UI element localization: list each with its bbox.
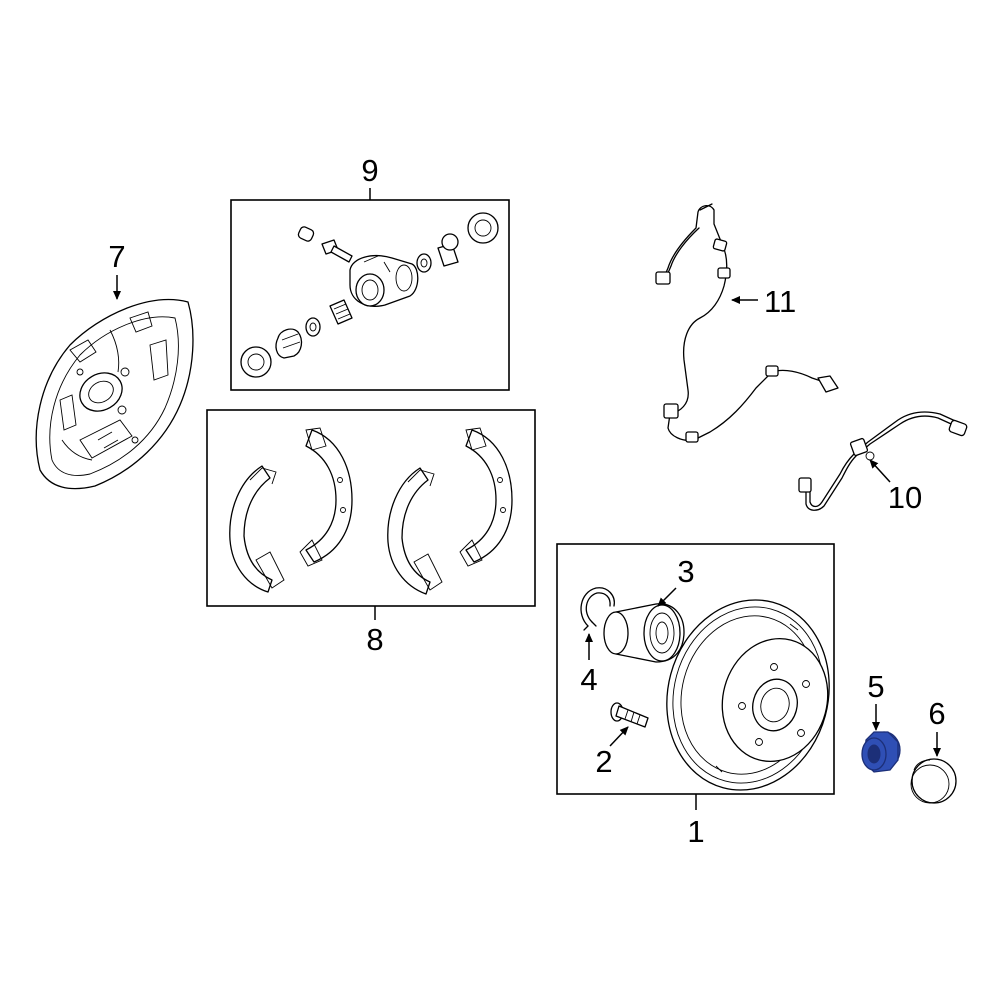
wheel-cylinder-icon[interactable] (240, 212, 499, 378)
backing-plate-icon[interactable] (35, 298, 194, 490)
callout-2[interactable]: 2 (595, 744, 612, 779)
wheel-bearing-icon[interactable] (603, 603, 685, 663)
callout-8[interactable]: 8 (366, 622, 383, 657)
snap-ring-icon[interactable] (580, 587, 615, 631)
wheel-stud-icon[interactable] (610, 702, 649, 728)
leader-10 (869, 459, 891, 483)
callout-1[interactable]: 1 (687, 814, 704, 849)
grease-cap-icon[interactable] (910, 758, 957, 804)
brake-shoes-box (206, 409, 536, 607)
callout-3[interactable]: 3 (677, 554, 694, 589)
callout-5[interactable]: 5 (867, 669, 884, 704)
hub-nut-icon[interactable] (861, 731, 901, 773)
callout-7[interactable]: 7 (108, 239, 125, 274)
brake-drum-icon[interactable] (646, 582, 850, 809)
leader-3 (657, 587, 677, 607)
callout-4[interactable]: 4 (580, 662, 597, 697)
callout-9[interactable]: 9 (361, 153, 378, 188)
abs-sensor-icon[interactable] (655, 203, 839, 443)
brake-hose-icon[interactable] (798, 411, 968, 511)
callout-6[interactable]: 6 (928, 696, 945, 731)
brake-shoes-icon[interactable] (229, 427, 513, 595)
callout-10[interactable]: 10 (888, 480, 922, 515)
leader-2 (609, 726, 629, 747)
callout-11[interactable]: 11 (764, 284, 796, 319)
